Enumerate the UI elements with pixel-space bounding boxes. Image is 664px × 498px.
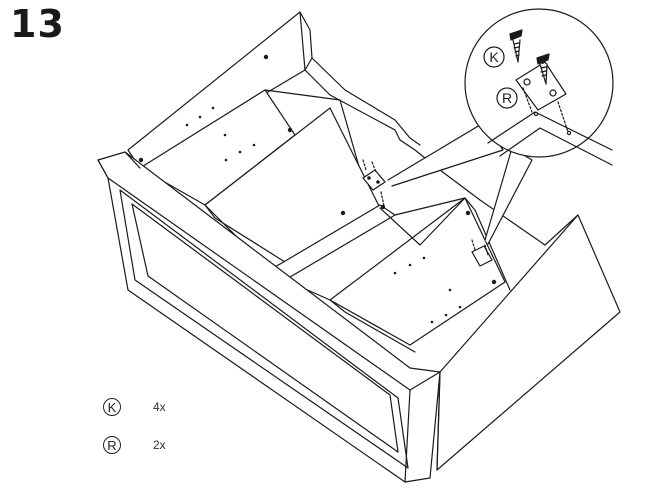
zoom-screw-left bbox=[509, 29, 523, 63]
connector-plate-right bbox=[471, 239, 493, 267]
zoom-badge-r bbox=[496, 87, 518, 109]
zoom-connector-plate bbox=[515, 61, 567, 111]
zoom-label-k: K bbox=[489, 49, 499, 65]
zoom-label-r: R bbox=[502, 90, 512, 106]
part-row-k: K 4x bbox=[103, 394, 166, 420]
connector-plate-left bbox=[362, 159, 386, 207]
part-quantity-r: 2x bbox=[153, 438, 166, 452]
part-row-r: R 2x bbox=[103, 432, 166, 458]
front-frame-opening bbox=[119, 189, 409, 469]
part-quantity-k: 4x bbox=[153, 400, 166, 414]
dowel-holes bbox=[138, 54, 497, 324]
step-number: 13 bbox=[10, 2, 65, 46]
divider-panel-right bbox=[329, 197, 506, 346]
part-badge-r: R bbox=[103, 436, 121, 454]
zoom-badge-k bbox=[483, 46, 505, 68]
zoom-screw-right bbox=[536, 53, 550, 85]
part-badge-k: K bbox=[103, 398, 121, 416]
parts-list: K 4x R 2x bbox=[103, 394, 166, 470]
